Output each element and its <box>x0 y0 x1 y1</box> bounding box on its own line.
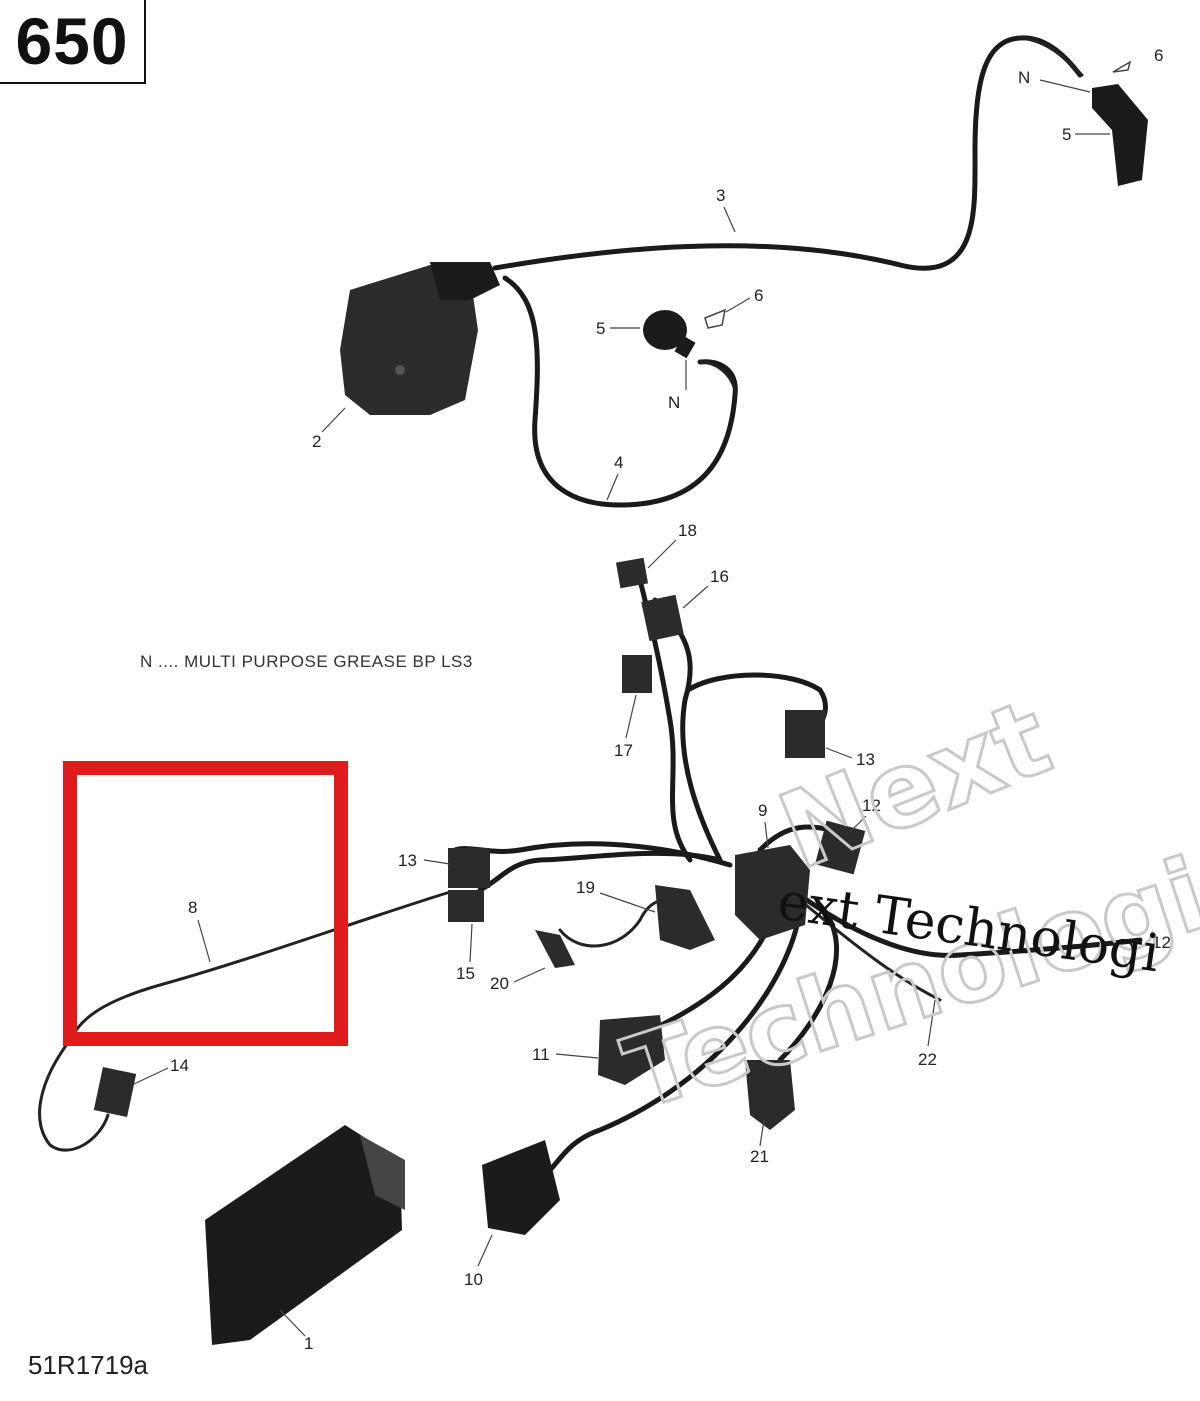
callout-1: 1 <box>304 1334 313 1353</box>
ignition-coil <box>340 262 500 415</box>
callout-21: 21 <box>750 1147 769 1166</box>
callout-12-top: 12 <box>862 796 881 815</box>
callout-13-right: 13 <box>856 750 875 769</box>
clip-mid <box>704 308 727 329</box>
callout-9: 9 <box>758 801 767 820</box>
callout-5-mid: 5 <box>596 319 605 338</box>
callout-22: 22 <box>918 1050 937 1069</box>
callout-20: 20 <box>490 974 509 993</box>
callout-6-top: 6 <box>1154 46 1163 65</box>
ecm-module <box>205 1125 405 1345</box>
spark-plug-wire-long <box>492 35 1083 271</box>
main-harness <box>38 557 1143 1235</box>
callout-4: 4 <box>614 453 623 472</box>
callout-17: 17 <box>614 741 633 760</box>
watermark: Next Technologi ext Technologi <box>610 675 1200 1135</box>
watermark-technologi-outline: Technologi <box>611 836 1200 1133</box>
callout-8: 8 <box>188 898 197 917</box>
spark-plug-cap-top <box>1092 84 1148 186</box>
callout-13-left: 13 <box>398 851 417 870</box>
callout-14: 14 <box>170 1056 189 1075</box>
spark-plug-cap-mid <box>643 310 696 359</box>
callout-19: 19 <box>576 878 595 897</box>
clip-top <box>1112 60 1132 73</box>
callout-5-top: 5 <box>1062 125 1071 144</box>
model-label: 650 <box>0 0 146 84</box>
callout-labels: 2 3 4 5 5 6 6 N N 18 16 17 13 9 12 12 13… <box>133 46 1171 1353</box>
callout-18: 18 <box>678 521 697 540</box>
callout-6-mid: 6 <box>754 286 763 305</box>
callout-11: 11 <box>532 1045 550 1064</box>
callout-10: 10 <box>464 1270 483 1289</box>
figure-reference: 51R1719a <box>28 1350 148 1380</box>
callout-12-right: 12 <box>1152 933 1171 952</box>
callout-2: 2 <box>312 432 321 451</box>
grease-legend-note: N .... MULTI PURPOSE GREASE BP LS3 <box>140 652 473 671</box>
callout-3: 3 <box>716 186 725 205</box>
highlight-box-part-8 <box>63 761 348 1046</box>
callout-15: 15 <box>456 964 475 983</box>
watermark-next: Next <box>764 676 1067 893</box>
callout-16: 16 <box>710 567 729 586</box>
spark-plug-wire-short <box>502 275 738 508</box>
callout-n-mid: N <box>668 393 680 412</box>
callout-n-top: N <box>1018 68 1030 87</box>
